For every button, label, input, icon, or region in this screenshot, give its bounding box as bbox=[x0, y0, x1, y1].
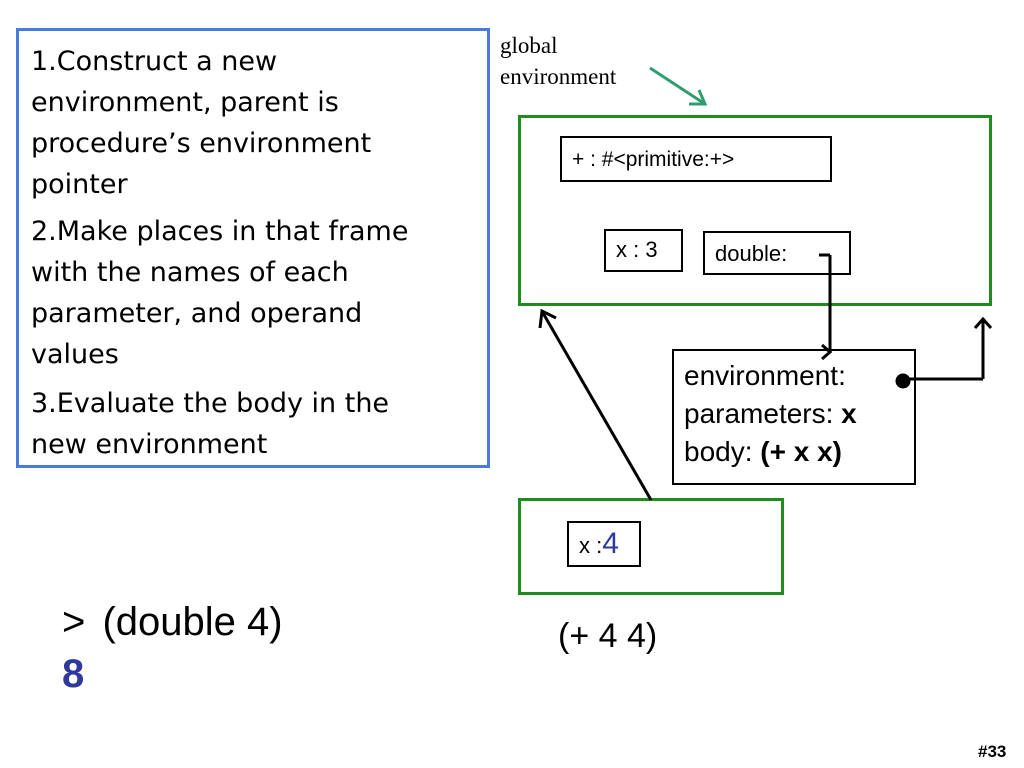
body-label: body: bbox=[684, 436, 761, 467]
repl-line: > (double 4) bbox=[62, 600, 283, 645]
binding-plus: + : #<primitive:+> bbox=[560, 136, 832, 182]
global-environment-frame bbox=[518, 115, 992, 306]
new-binding-label: x : bbox=[579, 533, 603, 558]
parameters-label: parameters: bbox=[684, 398, 842, 429]
new-frame-parent-arrow bbox=[538, 308, 653, 501]
step-3: 3.Evaluate the body in the new environme… bbox=[31, 388, 390, 460]
double-to-procedure-arrow bbox=[819, 253, 833, 361]
step-2: 2.Make places in that frame with the nam… bbox=[31, 216, 409, 370]
procedure-parameters: parameters: x bbox=[684, 395, 904, 433]
eval-expression: (+ 4 4) bbox=[558, 617, 658, 655]
binding-x-new: x :4 bbox=[567, 521, 641, 567]
repl-result: 8 bbox=[62, 652, 85, 696]
global-label-line1: global bbox=[500, 33, 558, 58]
binding-x: x : 3 bbox=[604, 229, 683, 272]
global-environment-label: global environment bbox=[500, 30, 616, 92]
steps-box: 1.Construct a new environment, parent is… bbox=[16, 28, 490, 468]
new-binding-value: 4 bbox=[602, 527, 619, 560]
procedure-env-arrow bbox=[895, 316, 993, 389]
parameters-value: x bbox=[841, 398, 857, 429]
global-label-line2: environment bbox=[500, 64, 617, 89]
binding-double: double: bbox=[703, 231, 851, 275]
repl-input: (double 4) bbox=[102, 600, 283, 644]
global-label-arrow bbox=[649, 66, 708, 106]
step-1: 1.Construct a new environment, parent is… bbox=[31, 46, 372, 200]
body-value: (+ x x) bbox=[760, 436, 842, 467]
slide-number: #33 bbox=[978, 742, 1007, 761]
procedure-body: body: (+ x x) bbox=[684, 433, 904, 471]
procedure-environment: environment: bbox=[684, 357, 904, 395]
environment-label: environment: bbox=[684, 360, 846, 391]
procedure-object: environment: parameters: x body: (+ x x) bbox=[672, 349, 916, 485]
repl-prompt: > bbox=[62, 600, 86, 644]
